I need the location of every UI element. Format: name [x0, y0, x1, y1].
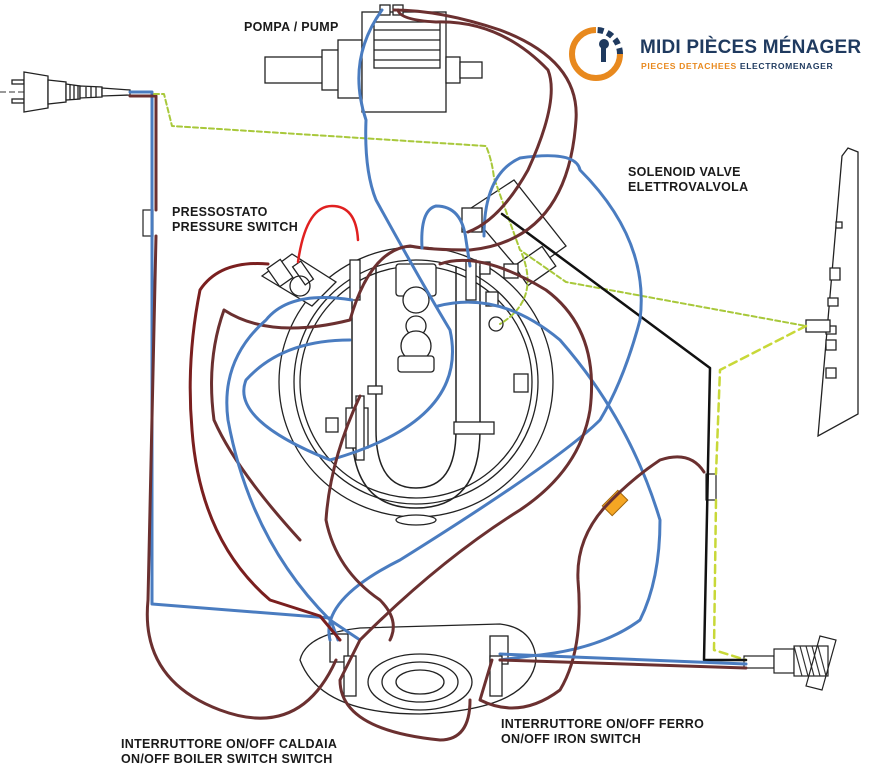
earth-wire — [153, 93, 807, 327]
solenoid-valve-label-it: ELETTROVALVOLA — [628, 180, 749, 194]
iron-switch-label-it: INTERRUTTORE ON/OFF FERRO — [501, 717, 705, 731]
brand-tagline-part1: PIECES DETACHEES — [641, 61, 737, 71]
red-wire — [296, 204, 360, 264]
mains-live-wire — [128, 94, 338, 720]
iron-cable-connector-icon — [743, 635, 837, 691]
pump-brown-wire — [210, 8, 578, 542]
boiler-switch-label-it: INTERRUTTORE ON/OFF CALDAIA — [121, 737, 338, 751]
thermal-fuse-icon — [601, 489, 629, 517]
brand-logo-icon — [569, 27, 623, 81]
brand-name: MIDI PIÈCES MÉNAGER — [640, 37, 862, 58]
pressure-darkred-wire — [188, 262, 342, 642]
black-wire — [500, 212, 748, 662]
iron-fuse-icon — [705, 473, 717, 501]
solenoid-valve-label-en: SOLENOID VALVE — [628, 165, 741, 179]
pressure-switch-label-en: PRESSURE SWITCH — [172, 220, 299, 234]
iron-brown-wire-2 — [498, 658, 748, 670]
boiler-blue-wire — [225, 204, 662, 662]
solenoid-valve-icon — [461, 179, 567, 287]
pump-icon — [264, 4, 483, 113]
pressure-switch-icon — [260, 253, 338, 307]
iron-switch-label-en: ON/OFF IRON SWITCH — [501, 732, 642, 746]
iron-blue-wire — [498, 652, 748, 666]
boiler-switch-label-en: ON/OFF BOILER SWITCH SWITCH — [121, 752, 333, 766]
solenoid-blue-wire — [327, 154, 643, 642]
mains-neutral-wire — [128, 90, 340, 642]
iron-brown-wire — [478, 455, 706, 710]
pressure-switch-label-it: PRESSOSTATO — [172, 205, 268, 219]
switch-panel-icon — [299, 623, 537, 715]
boiler-brown-wire — [338, 258, 594, 742]
iron-socket-icon — [805, 147, 859, 438]
pump-label: POMPA / PUMP — [244, 20, 339, 34]
boiler-switch-brown-wire — [324, 394, 395, 642]
brand-tagline: PIECES DETACHEES ELECTROMENAGER — [641, 61, 833, 71]
solenoid-brown-wire — [396, 8, 553, 234]
power-plug-icon — [0, 71, 131, 113]
earth-wire-solenoid — [499, 253, 529, 325]
brand-tagline-part2: ELECTROMENAGER — [739, 61, 834, 71]
earth-wire-iron — [712, 324, 808, 662]
pump-blue-wire — [242, 8, 454, 462]
